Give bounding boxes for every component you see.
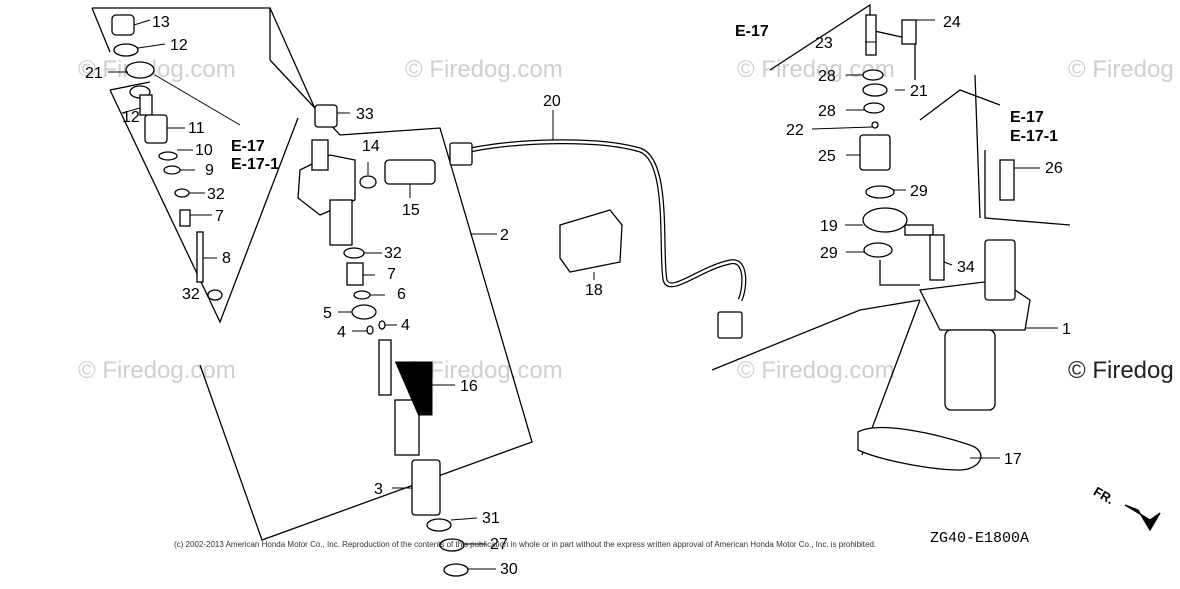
part-label: 14 xyxy=(362,138,380,155)
part-label: 30 xyxy=(500,561,518,578)
watermark: © Firedog.com xyxy=(78,357,236,384)
watermark: © Firedog xyxy=(1068,56,1174,83)
part-label: 22 xyxy=(786,122,804,139)
part-label: 29 xyxy=(820,245,838,262)
part-label: 3 xyxy=(374,481,383,498)
part-label: 5 xyxy=(323,305,332,322)
part-label: 4 xyxy=(401,317,410,334)
part-label: 10 xyxy=(195,142,213,159)
part-label: 25 xyxy=(818,148,836,165)
part-label: 7 xyxy=(387,266,396,283)
part-label: 24 xyxy=(943,14,961,31)
part-label: 28 xyxy=(818,68,836,85)
watermark: © Firedog.com xyxy=(405,56,563,83)
diagram-code: ZG40-E1800A xyxy=(930,530,1030,547)
watermark: © Firedog.com xyxy=(737,357,895,384)
front-arrow-label: FR. xyxy=(1091,484,1117,507)
part-label: 34 xyxy=(957,259,975,276)
part-label: 2 xyxy=(500,227,509,244)
part-label: 27 xyxy=(490,536,508,553)
part-label: 23 xyxy=(815,35,833,52)
part-label: 21 xyxy=(910,83,928,100)
part-label: 29 xyxy=(910,183,928,200)
part-label: 26 xyxy=(1045,160,1063,177)
reference-label: E-17 xyxy=(735,23,769,40)
part-label: 28 xyxy=(818,103,836,120)
part-label: 31 xyxy=(482,510,500,527)
part-label: 33 xyxy=(356,106,374,123)
part-label: 9 xyxy=(205,162,214,179)
reference-label: E-17 xyxy=(1010,109,1044,126)
watermark: © Firedog.com xyxy=(78,56,236,83)
copyright-notice: (c) 2002-2013 American Honda Motor Co., … xyxy=(174,540,877,549)
reference-label: E-17-1 xyxy=(1010,128,1058,145)
part-label: 12 xyxy=(170,37,188,54)
part-label: 6 xyxy=(397,286,406,303)
part-label: 19 xyxy=(820,218,838,235)
part-label: 32 xyxy=(207,186,225,203)
part-label: 17 xyxy=(1004,451,1022,468)
reference-label: E-17 xyxy=(231,138,265,155)
part-label: 16 xyxy=(460,378,478,395)
reference-label: E-17-1 xyxy=(231,156,279,173)
part-label: 4 xyxy=(337,324,346,341)
part-label: 21 xyxy=(85,65,103,82)
part-label: 15 xyxy=(402,202,420,219)
part-label: 20 xyxy=(543,93,561,110)
part-label: 12 xyxy=(122,109,140,126)
part-label: 1 xyxy=(1062,321,1071,338)
part-label: 8 xyxy=(222,250,231,267)
part-label: 7 xyxy=(215,208,224,225)
part-label: 13 xyxy=(152,14,170,31)
part-label: 11 xyxy=(188,120,205,137)
part-label: 32 xyxy=(182,286,200,303)
watermark: © Firedog xyxy=(1068,357,1174,384)
part-label: 32 xyxy=(384,245,402,262)
part-label: 18 xyxy=(585,282,603,299)
